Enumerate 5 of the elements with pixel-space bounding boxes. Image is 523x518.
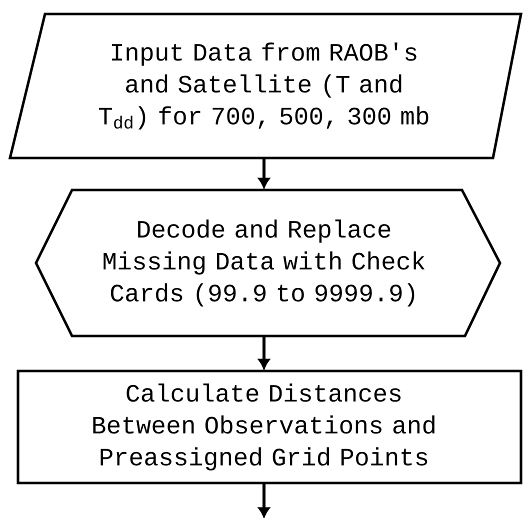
arrow	[258, 336, 270, 369]
process-box: Calculate Distances Between Observations and Preassigned Grid Points	[16, 370, 522, 484]
arrow	[258, 158, 270, 188]
arrow	[258, 483, 270, 518]
preparation-hexagon: Decode and Replace Missing Data with Check Cards (99.9 to 9999.9)	[34, 188, 502, 338]
